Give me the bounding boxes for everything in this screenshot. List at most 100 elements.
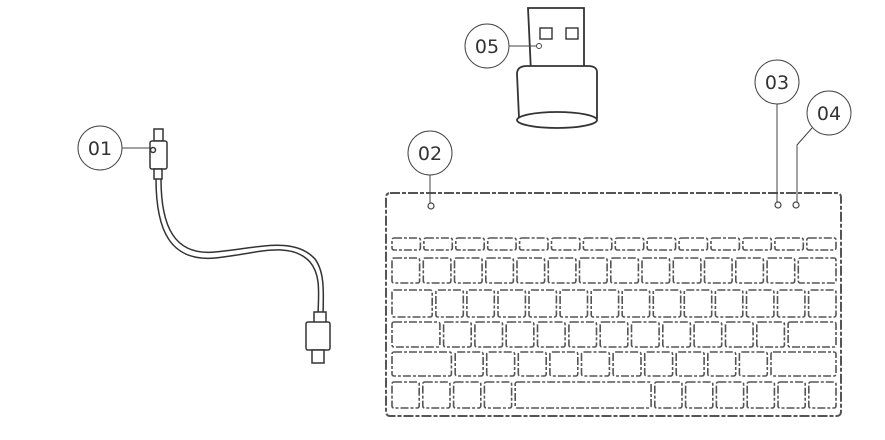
indicator-a-icon [774,201,782,209]
keyboard-key [609,257,640,284]
keyboard-key [672,257,702,284]
power-led-icon [427,202,435,210]
keyboard-key [661,321,692,348]
keyboard-key [599,321,629,348]
callout-05-label: 05 [475,36,499,58]
keyboard-key [578,257,608,284]
keyboard-key [391,381,421,409]
cable-wire-inner [160,178,325,319]
keyboard-key [641,257,671,284]
callout-05-anchor [536,43,542,49]
keyboard-key [391,289,434,318]
keyboard-key [724,321,754,348]
cable-top-connector-dot [149,146,157,154]
keyboard-key [774,237,805,251]
keyboard-key [777,381,807,409]
keyboard-key [776,289,806,318]
keyboard-key [391,257,421,284]
keyboard-key [568,321,598,348]
keyboard-key [745,289,775,318]
key-grid [391,237,837,409]
callout-02: 02 [407,130,453,203]
keyboard-key [547,257,577,284]
keyboard-key [497,289,527,318]
keyboard [385,192,842,417]
usb-receiver [516,7,598,129]
dongle-plug-hole-right [565,27,579,40]
keyboard-key [516,257,546,284]
keyboard-key [683,289,713,318]
keyboard-key [755,321,786,348]
cable-bottom-connector-tip [311,349,325,364]
keyboard-key [746,381,776,409]
keyboard-key [582,237,613,251]
keyboard-key [738,351,769,377]
keyboard-key [630,321,660,348]
callout-05: 05 [464,23,542,69]
keyboard-key [550,237,581,251]
keyboard-key [742,237,773,251]
keyboard-key [612,351,642,377]
keyboard-key [678,237,709,251]
keyboard-key [714,289,744,318]
dongle-body-bottom [516,111,598,129]
cable-top-strain-relief [153,168,163,180]
keyboard-key [559,289,589,318]
keyboard-key [518,237,549,251]
callout-03-label: 03 [765,72,789,94]
keyboard-key [703,257,733,284]
keyboard-key [684,381,714,409]
keyboard-key [590,289,620,318]
keyboard-key [643,351,674,377]
keyboard-key [653,381,683,409]
keyboard-key [505,321,535,348]
keyboard-key [652,289,682,318]
keyboard-key [646,237,677,251]
keyboard-key [549,351,579,377]
keyboard-key [734,257,765,284]
keyboard-key [621,289,651,318]
keyboard-key [715,381,745,409]
keyboard-key [421,381,451,409]
keyboard-key [466,289,496,318]
cable-wire-outer [155,178,320,319]
keyboard-key [391,321,441,348]
dongle-body [516,65,598,119]
keyboard-key [452,381,482,409]
keyboard-key [442,321,473,348]
keyboard-key [693,321,723,348]
callout-04-label: 04 [817,103,841,125]
keyboard-key [483,381,513,409]
keyboard-key [787,321,837,348]
keyboard-key [514,381,652,409]
indicator-b-icon [792,201,800,209]
usb-cable [149,128,331,364]
dongle-plug [527,7,585,73]
keyboard-key [528,289,558,318]
keyboard-key [580,351,611,377]
keyboard-key [807,289,837,318]
keyboard-key [484,257,515,284]
callout-03: 03 [754,59,800,202]
keyboard-key [454,237,485,251]
keyboard-key [614,237,645,251]
keyboard-key [474,321,504,348]
keyboard-key [391,237,422,251]
callout-01-label: 01 [88,138,112,160]
cable-top-connector-tip [153,128,164,142]
keyboard-key [453,257,483,284]
keyboard-key [435,289,465,318]
dongle-plug-hole-left [539,27,553,40]
keyboard-key [391,351,453,377]
keyboard-key [797,257,837,284]
keyboard-key [486,237,517,251]
callout-01: 01 [77,125,150,171]
keyboard-key [807,381,837,409]
keyboard-key [770,351,837,377]
keyboard-key [517,351,547,377]
keyboard-key [675,351,705,377]
keyboard-key [710,237,741,251]
callout-02-label: 02 [418,143,442,165]
keyboard-key [766,257,796,284]
